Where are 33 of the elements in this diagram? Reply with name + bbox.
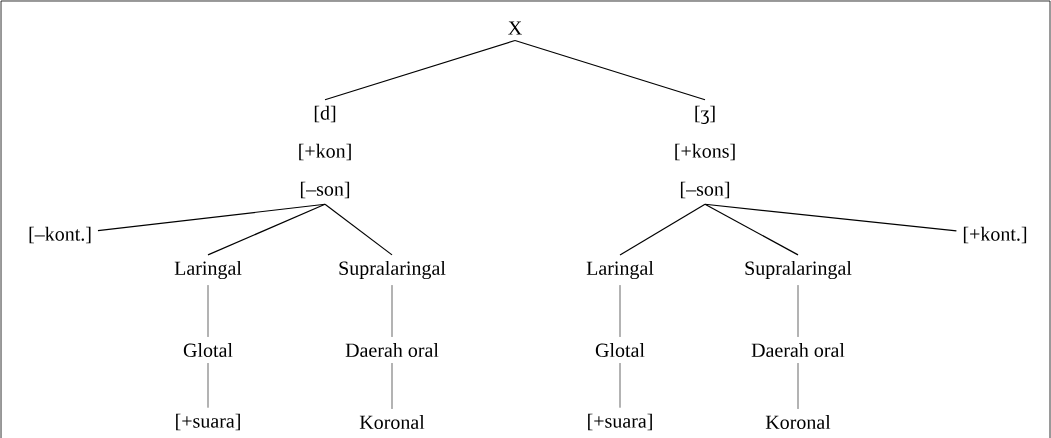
feature-label: Daerah oral: [751, 342, 845, 357]
tree-line: [704, 203, 799, 256]
feature-label: [–kont.]: [29, 226, 91, 244]
tree-line: [704, 203, 957, 232]
feature-label: Koronal: [765, 414, 831, 429]
tree-line: [514, 39, 706, 101]
tree-line: [207, 203, 326, 256]
feature-label: [+suara]: [176, 413, 240, 431]
feature-label: Daerah oral: [345, 342, 439, 357]
feature-label: [+kont.]: [963, 226, 1027, 244]
feature-label: [+suara]: [588, 413, 652, 431]
tree-line: [207, 362, 209, 409]
feature-label: Koronal: [359, 414, 425, 429]
tree-line: [391, 362, 393, 410]
feature-label: Glotal: [183, 342, 233, 357]
feature-label: Laringal: [174, 260, 242, 280]
tree-line: [619, 203, 706, 256]
feature-label: Laringal: [586, 260, 654, 280]
tree-line: [324, 39, 516, 101]
feature-stack: [d] [+kon] [–son]: [299, 105, 351, 199]
feature-label: Glotal: [595, 342, 645, 357]
tree-line: [619, 362, 621, 409]
tree-line: [797, 362, 799, 410]
tree-line: [207, 284, 209, 338]
tree-line: [391, 284, 393, 338]
tree-line: [97, 203, 326, 232]
tree-line: [324, 203, 393, 256]
feature-label: X: [508, 21, 522, 35]
feature-stack: [ʒ] [+kons] [–son]: [675, 105, 735, 199]
tree-line: [619, 284, 621, 338]
feature-label: Supralaringal: [745, 260, 852, 280]
feature-label: Supralaringal: [339, 260, 446, 280]
tree-line: [797, 284, 799, 338]
